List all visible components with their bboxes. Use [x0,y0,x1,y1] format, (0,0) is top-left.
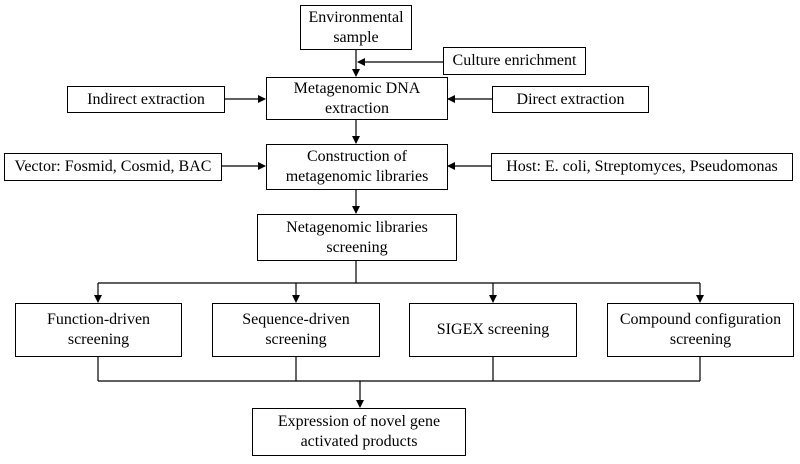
vector-label: Vector: Fosmid, Cosmid, BAC [14,158,212,175]
libraries-screening-line2: screening [326,238,388,256]
expression-line2: activated products [300,433,418,450]
sequence-driven-line2: screening [265,331,327,348]
expression-box: Expression of novel gene activated produc… [252,408,466,456]
function-driven-line2: screening [67,331,130,348]
function-driven-box: Function-driven screening [15,303,182,357]
metagenomic-dna-extraction-box: Metagenomic DNA extraction [266,77,448,120]
compound-configuration-line2: screening [669,331,732,348]
sigex-box: SIGEX screening [409,303,577,357]
sigex-label: SIGEX screening [436,321,550,338]
dna-extraction-line1: Metagenomic DNA [293,79,421,97]
vector-box: Vector: Fosmid, Cosmid, BAC [4,153,222,181]
sequence-driven-line1: Sequence-driven [242,311,350,328]
compound-configuration-box: Compound configuration screening [607,303,794,357]
environmental-sample-line2: sample [333,28,379,46]
compound-configuration-line1: Compound configuration [619,311,782,328]
libraries-screening-line1: Netagenomic libraries [286,218,428,236]
construction-line1: Construction of [306,148,407,165]
environmental-sample-box: Environmental sample [300,5,412,50]
indirect-extraction-label: Indirect extraction [87,90,205,108]
dna-extraction-line2: extraction [325,99,389,117]
environmental-sample-line1: Environmental [308,8,404,26]
host-box: Host: E. coli, Streptomyces, Pseudomonas [491,153,793,181]
indirect-extraction-box: Indirect extraction [67,86,225,113]
direct-extraction-box: Direct extraction [492,86,649,113]
culture-enrichment-box: Culture enrichment [443,47,586,75]
construction-line2: metagenomic libraries [285,168,429,185]
construction-libraries-box: Construction of metagenomic libraries [266,144,448,190]
direct-extraction-label: Direct extraction [516,90,625,108]
expression-line1: Expression of novel gene [277,413,441,430]
function-driven-line1: Function-driven [46,311,151,328]
host-label: Host: E. coli, Streptomyces, Pseudomonas [506,158,778,175]
libraries-screening-box: Netagenomic libraries screening [257,214,457,261]
sequence-driven-box: Sequence-driven screening [212,303,380,357]
culture-enrichment-label: Culture enrichment [452,52,577,69]
